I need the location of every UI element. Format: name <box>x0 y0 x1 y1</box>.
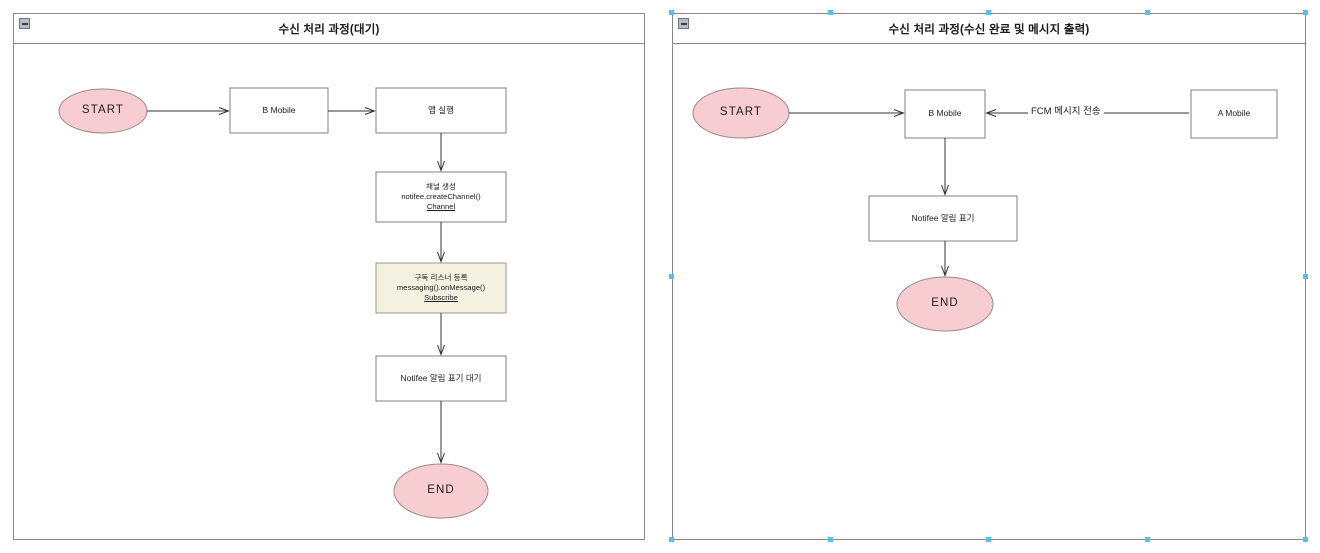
edge-label-fcm-message: FCM 메시지 전송 <box>1028 103 1104 117</box>
panel-right-titlebar[interactable]: 수신 처리 과정(수신 완료 및 메시지 출력) <box>673 14 1305 44</box>
node-create-channel-shape <box>375 171 507 223</box>
selection-handle-top-center[interactable] <box>986 10 991 15</box>
node-start-shape <box>692 87 790 139</box>
node-start-shape <box>58 88 148 134</box>
panel-left-titlebar[interactable]: 수신 처리 과정(대기) <box>14 14 644 44</box>
selection-handle-top-right[interactable] <box>1303 10 1308 15</box>
selection-handle-middle-left[interactable] <box>669 274 674 279</box>
node-notifee-wait-shape <box>375 355 507 402</box>
node-notifee-show-shape <box>868 195 1018 242</box>
panel-receive-complete[interactable]: 수신 처리 과정(수신 완료 및 메시지 출력) <box>672 13 1306 540</box>
panel-receive-waiting[interactable]: 수신 처리 과정(대기) <box>13 13 645 540</box>
selection-handle-bottom-center-left[interactable] <box>828 537 833 542</box>
node-app-run-shape <box>375 87 507 134</box>
node-end-shape <box>896 276 994 332</box>
panel-right-title: 수신 처리 과정(수신 완료 및 메시지 출력) <box>888 23 1090 36</box>
panel-right-flow-graphics <box>692 87 1278 332</box>
selection-handle-top-left[interactable] <box>669 10 674 15</box>
selection-handle-bottom-center[interactable] <box>986 537 991 542</box>
panel-left-body: START B Mobile 앱 실행 채널 생성 notifee.create… <box>14 44 644 539</box>
node-b-mobile-shape <box>229 87 329 134</box>
panel-right-body: START B Mobile A Mobile Notifee 알림 표기 EN… <box>673 44 1305 539</box>
collapse-icon[interactable] <box>19 18 30 29</box>
node-end-shape <box>393 463 489 519</box>
selection-handle-bottom-right[interactable] <box>1303 537 1308 542</box>
node-subscribe-shape <box>375 262 507 314</box>
selection-handle-middle-right[interactable] <box>1303 274 1308 279</box>
node-b-mobile-shape <box>904 89 986 139</box>
node-a-mobile-shape <box>1190 89 1278 139</box>
selection-handle-bottom-left[interactable] <box>669 537 674 542</box>
panel-left-title: 수신 처리 과정(대기) <box>278 23 380 36</box>
panel-left-flow-graphics <box>58 87 507 519</box>
collapse-icon[interactable] <box>678 18 689 29</box>
selection-handle-top-center-left[interactable] <box>828 10 833 15</box>
selection-handle-bottom-center-right[interactable] <box>1145 537 1150 542</box>
selection-handle-top-center-right[interactable] <box>1145 10 1150 15</box>
